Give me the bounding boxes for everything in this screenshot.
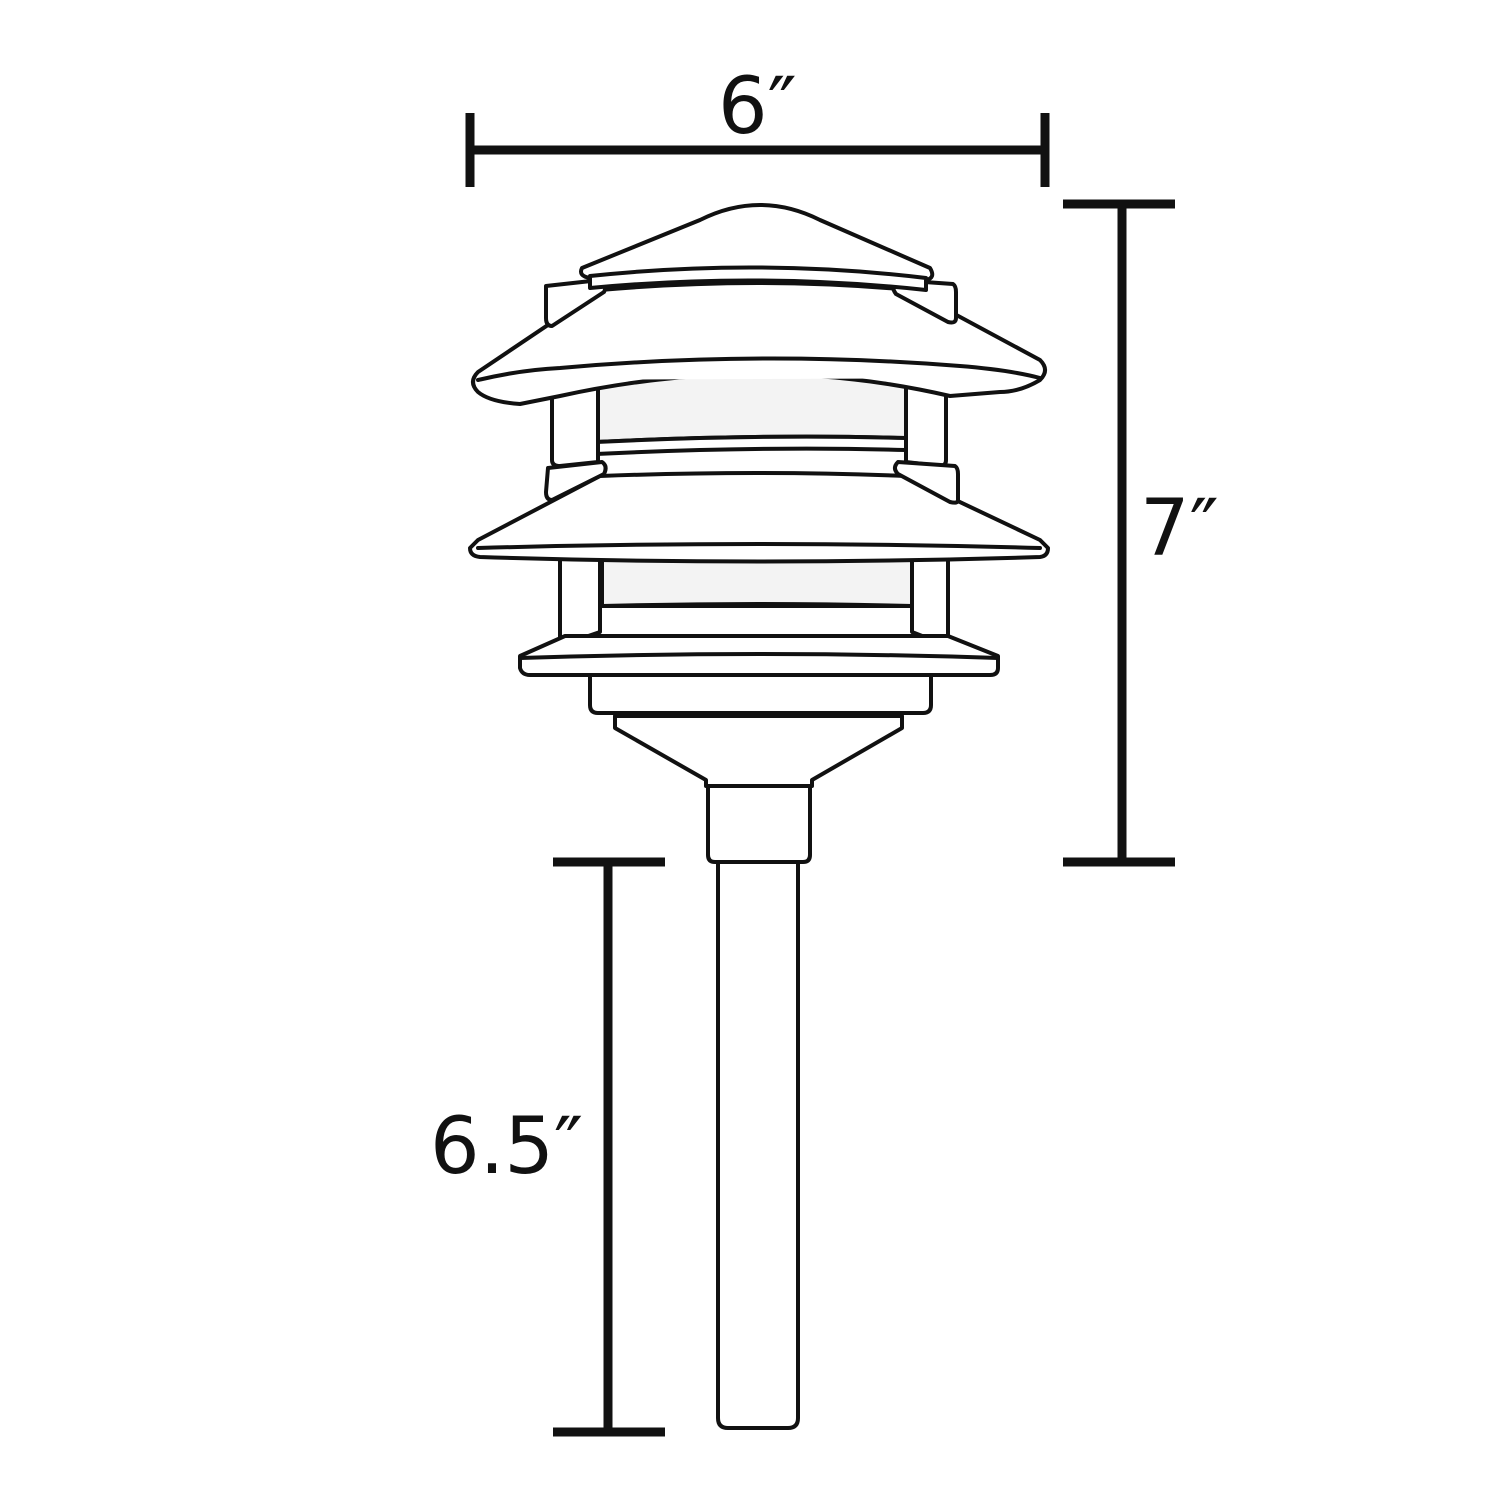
lower-right-post bbox=[910, 550, 950, 646]
middle-right-clip bbox=[893, 460, 960, 505]
lower-left-post bbox=[558, 550, 602, 646]
height-dimension-label: 7″ bbox=[1140, 484, 1219, 574]
middle-tier-shade bbox=[468, 471, 1050, 564]
ground-stake bbox=[716, 860, 800, 1430]
base-cone bbox=[613, 714, 904, 788]
stake-collar bbox=[706, 782, 812, 864]
stake-dimension-label: 6.5″ bbox=[430, 1102, 584, 1192]
middle-left-clip bbox=[544, 460, 608, 502]
base-band bbox=[588, 670, 933, 715]
stake-dimension-line bbox=[553, 857, 665, 1437]
width-dimension-label: 6″ bbox=[718, 62, 797, 152]
height-dimension-line bbox=[1063, 199, 1175, 867]
width-dimension-line bbox=[465, 113, 1050, 187]
